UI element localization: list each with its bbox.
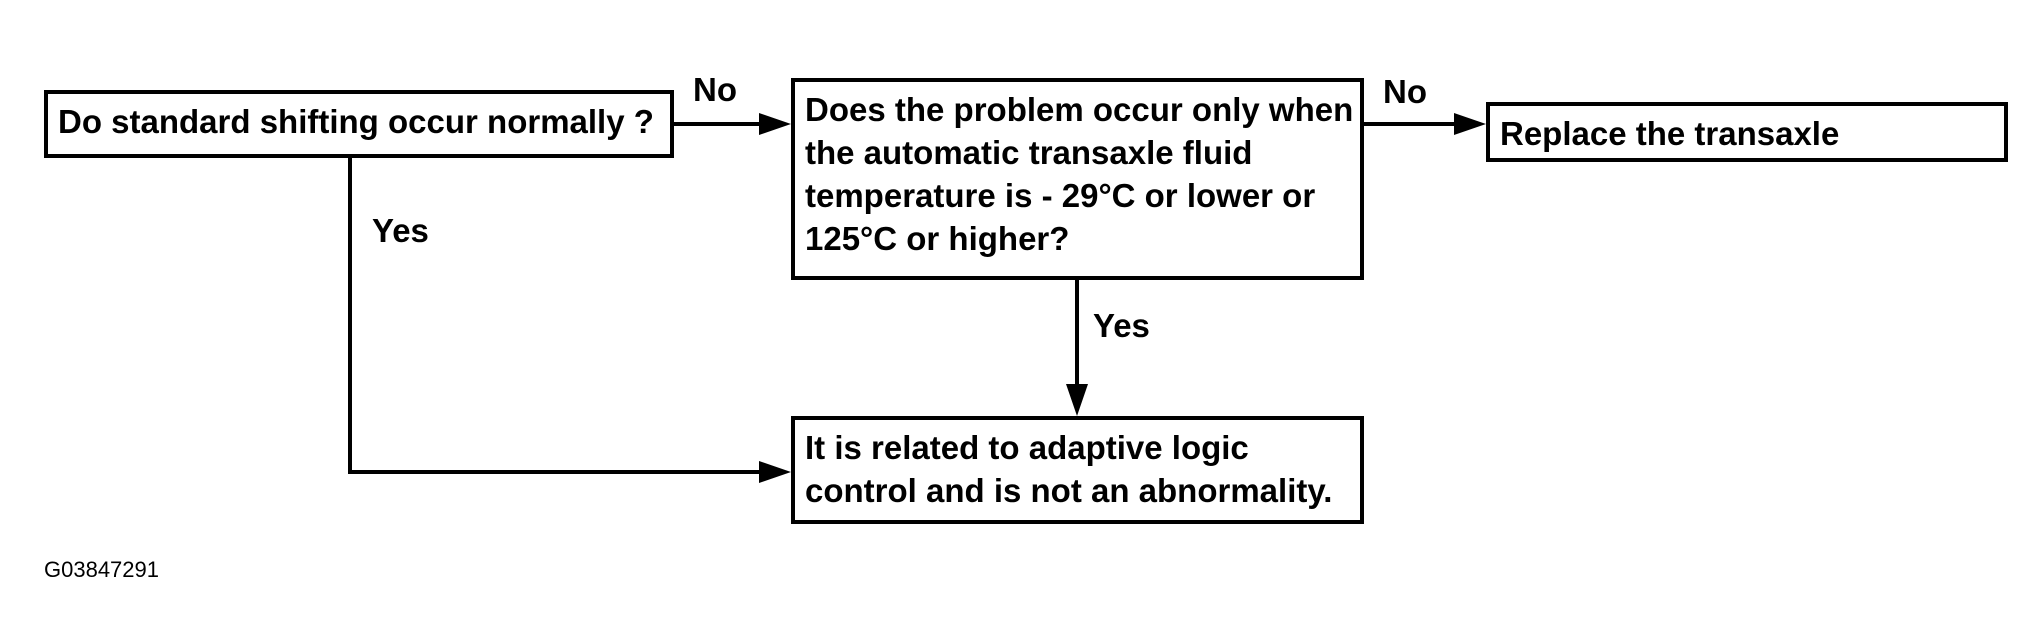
edge-label-no: No <box>1383 73 1427 110</box>
edge-label-yes: Yes <box>372 212 429 249</box>
arrowhead-q2-to-r2 <box>1066 384 1088 416</box>
box-text-line: It is related to adaptive logic <box>805 429 1249 466</box>
edge-label-no: No <box>693 71 737 108</box>
box-text-line: control and is not an abnormality. <box>805 472 1333 509</box>
edge-label-yes: Yes <box>1093 307 1150 344</box>
box-text-line: Does the problem occur only when <box>805 91 1354 128</box>
arrowhead-q2-to-r1 <box>1454 113 1486 135</box>
box-text-line: Replace the transaxle <box>1500 115 1840 152</box>
result-box-replace-transaxle: Replace the transaxle <box>1486 102 2008 162</box>
box-text-line: temperature is - 29°C or lower or <box>805 177 1316 214</box>
decision-box-fluid-temperature: Does the problem occur only when the aut… <box>791 78 1364 280</box>
result-box-adaptive-logic: It is related to adaptive logic control … <box>791 416 1364 524</box>
box-text-line: 125°C or higher? <box>805 220 1070 257</box>
box-text-line: Do standard shifting occur normally ? <box>58 103 654 140</box>
decision-box-standard-shifting: Do standard shifting occur normally ? <box>44 90 674 158</box>
arrowhead-q1-to-r2 <box>759 461 791 483</box>
figure-code: G03847291 <box>44 557 159 582</box>
arrow-q1-to-r2 <box>348 158 763 474</box>
box-text-line: the automatic transaxle fluid <box>805 134 1253 171</box>
arrowhead-q1-to-q2 <box>759 113 791 135</box>
